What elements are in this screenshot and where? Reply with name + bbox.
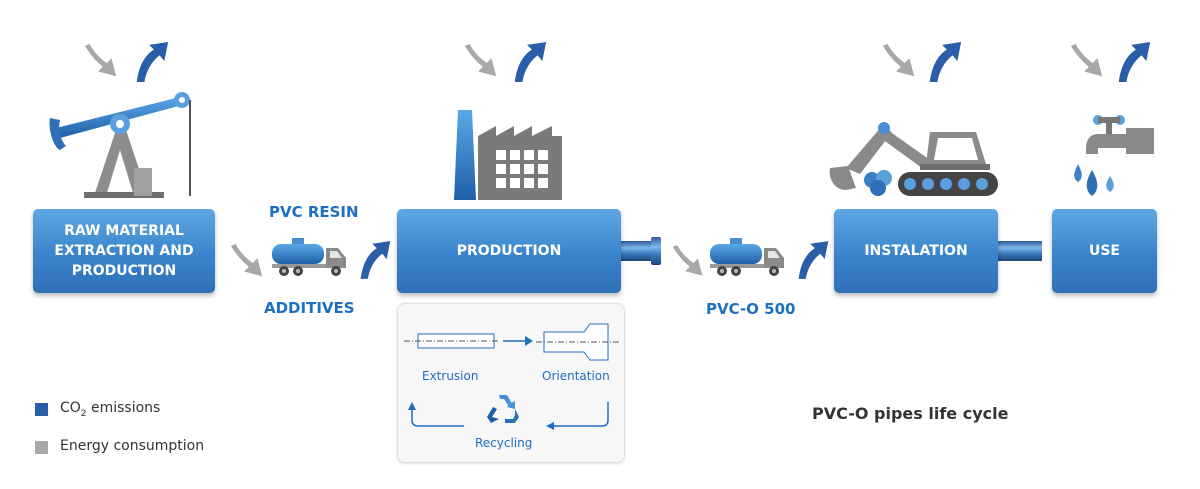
co2-emissions-icon (929, 42, 962, 82)
arrow-right-icon (503, 336, 533, 346)
energy-consumption-icon (1070, 44, 1103, 77)
co2-emissions-icon (1118, 42, 1151, 82)
extrusion-pipe-diagram (404, 333, 500, 349)
stage-production: PRODUCTION (397, 209, 621, 293)
stage-raw-material: RAW MATERIAL EXTRACTION AND PRODUCTION (33, 209, 215, 293)
stage-label: RAW MATERIAL EXTRACTION AND PRODUCTION (54, 223, 194, 279)
energy-consumption-icon (230, 244, 263, 277)
stage-label: PRODUCTION (456, 243, 562, 259)
excavator-icon (829, 122, 998, 196)
co2-emissions-icon (136, 42, 169, 82)
energy-consumption-icon (84, 44, 117, 77)
stage-installation: INSTALATION (834, 209, 998, 293)
pipe-icon (994, 241, 1042, 261)
truck-icon (272, 238, 346, 276)
stage-label: USE (1088, 243, 1120, 259)
factory-icon (454, 110, 562, 200)
additives-label: ADDITIVES (264, 299, 355, 317)
recycle-icon (487, 395, 519, 423)
legend-energy-swatch (35, 441, 48, 454)
co2-emissions-icon (798, 241, 829, 279)
co2-emissions-icon (514, 42, 547, 82)
legend-co2-label: CO2 emissions (60, 400, 161, 419)
co2-emissions-icon (360, 241, 391, 279)
energy-consumption-icon (672, 245, 703, 276)
legend-energy-label: Energy consumption (60, 438, 205, 454)
stage-label: INSTALATION (864, 243, 968, 259)
faucet-icon (1074, 115, 1154, 196)
orientation-label: Orientation (542, 369, 610, 383)
pipe-icon (617, 237, 661, 265)
energy-consumption-icon (882, 44, 915, 77)
energy-consumption-icon (464, 44, 497, 77)
orientation-pipe-diagram (536, 323, 620, 361)
diagram-caption: PVC-O pipes life cycle (812, 404, 1009, 423)
pvc-resin-label: PVC RESIN (269, 203, 359, 221)
production-process-panel: Extrusion Orientation Recycling (397, 303, 625, 463)
truck-icon (710, 238, 784, 276)
pump-jack-icon (49, 92, 191, 198)
return-arrow-left (408, 402, 464, 427)
recycling-label: Recycling (475, 436, 533, 450)
extrusion-label: Extrusion (422, 369, 479, 383)
stage-use: USE (1052, 209, 1157, 293)
legend-co2-swatch (35, 403, 48, 416)
pvc-o-500-label: PVC-O 500 (706, 300, 796, 318)
return-arrow-right (546, 402, 609, 430)
